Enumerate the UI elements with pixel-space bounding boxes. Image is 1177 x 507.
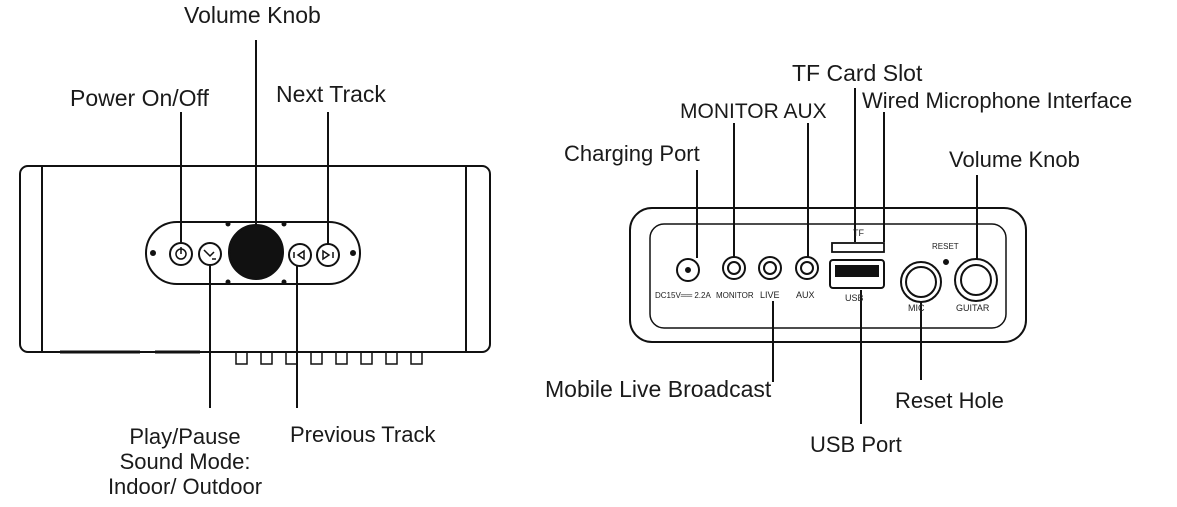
volume-knob[interactable] xyxy=(228,224,284,280)
play-pause-button[interactable] xyxy=(198,242,222,266)
panel-label-usb: USB xyxy=(845,293,864,303)
front-control-dots xyxy=(150,221,356,285)
callout-reset-hole: Reset Hole xyxy=(895,388,1004,413)
callout-monitor-aux: MONITOR AUX xyxy=(680,100,827,123)
callout-usb-port: USB Port xyxy=(810,432,902,457)
panel-label-tf: TF xyxy=(853,228,864,238)
power-button[interactable] xyxy=(169,242,193,266)
callout-volume-knob-front: Volume Knob xyxy=(184,2,321,28)
usb-port[interactable] xyxy=(829,259,885,289)
callout-volume-knob-back: Volume Knob xyxy=(949,147,1080,172)
panel-label-dc: DC15V══ 2.2A xyxy=(655,291,711,300)
callout-play-pause-sound-mode: Play/Pause Sound Mode: Indoor/ Outdoor xyxy=(107,424,263,499)
callout-charging-port: Charging Port xyxy=(564,141,700,166)
front-control-panel xyxy=(145,221,361,285)
charging-port[interactable] xyxy=(676,258,700,282)
callout-power-on-off: Power On/Off xyxy=(70,85,209,111)
aux-jack[interactable] xyxy=(795,256,819,280)
callout-previous-track: Previous Track xyxy=(290,422,436,447)
callout-next-track: Next Track xyxy=(276,81,386,107)
front-speaker-feet xyxy=(60,350,423,365)
panel-label-aux: AUX xyxy=(796,290,815,300)
tf-card-slot[interactable] xyxy=(831,242,885,253)
callout-tf-card-slot: TF Card Slot xyxy=(792,60,923,86)
mic-jack[interactable] xyxy=(900,261,942,303)
panel-label-mic: MIC xyxy=(908,303,925,313)
panel-label-guitar: GUITAR xyxy=(956,303,990,313)
back-leader-lines xyxy=(696,88,978,424)
front-leader-lines xyxy=(180,40,329,408)
next-track-button[interactable] xyxy=(316,243,340,267)
panel-label-live: LIVE xyxy=(760,290,780,300)
panel-label-reset: RESET xyxy=(932,242,959,251)
callout-wired-microphone-interface: Wired Microphone Interface xyxy=(862,88,1133,113)
panel-label-monitor: MONITOR xyxy=(716,291,754,300)
guitar-jack[interactable] xyxy=(954,258,998,302)
live-jack[interactable] xyxy=(758,256,782,280)
back-panel-body xyxy=(629,207,1027,343)
callout-mobile-live-broadcast: Mobile Live Broadcast xyxy=(545,376,772,402)
previous-track-button[interactable] xyxy=(288,243,312,267)
monitor-jack[interactable] xyxy=(722,256,746,280)
reset-hole[interactable] xyxy=(943,259,949,265)
